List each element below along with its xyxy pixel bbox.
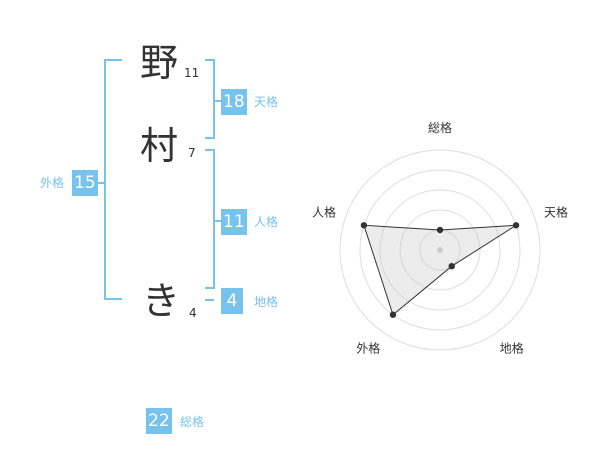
radar-polygon	[363, 224, 517, 316]
gaikaku-bracket	[104, 59, 122, 300]
tenkaku-bracket	[205, 59, 215, 139]
stroke-count-3: 4	[189, 306, 197, 320]
radar-point-5	[360, 222, 368, 229]
radar-point-1	[436, 226, 444, 234]
soukaku-value-badge: 22	[146, 408, 172, 434]
jinkaku-bracket	[205, 149, 215, 289]
tenkaku-label: 天格	[254, 95, 279, 109]
radar-ring	[379, 189, 501, 311]
radar-point-4	[389, 311, 397, 318]
jinkaku-value-badge: 11	[221, 209, 247, 235]
stroke-count-2: 7	[188, 146, 196, 160]
tenkaku-value-badge: 18	[221, 89, 247, 115]
radar-axis-label-1: 総格	[428, 120, 452, 135]
radar-point-2	[512, 222, 520, 229]
radar-point-3	[448, 262, 455, 270]
radar-ring	[339, 149, 541, 351]
gaikaku-label: 外格	[40, 176, 65, 190]
radar-center-dot	[437, 247, 443, 253]
radar-ring	[359, 169, 521, 331]
name-char-1: 野	[140, 41, 179, 85]
name-char-3: き	[142, 279, 181, 323]
chikaku-value-badge: 4	[221, 288, 243, 314]
radar-ring	[399, 209, 481, 291]
soukaku-label: 総格	[180, 415, 205, 429]
stroke-count-1: 11	[184, 66, 200, 80]
gaikaku-value-badge: 15	[72, 170, 98, 196]
radar-axis-label-4: 外格	[356, 341, 380, 356]
chikaku-label: 地格	[254, 295, 279, 309]
radar-axis-label-3: 地格	[500, 341, 524, 356]
radar-axis-label-5: 人格	[312, 204, 336, 219]
name-char-2: 村	[140, 124, 179, 168]
radar-axis-label-2: 天格	[544, 204, 568, 219]
jinkaku-label: 人格	[254, 215, 279, 229]
